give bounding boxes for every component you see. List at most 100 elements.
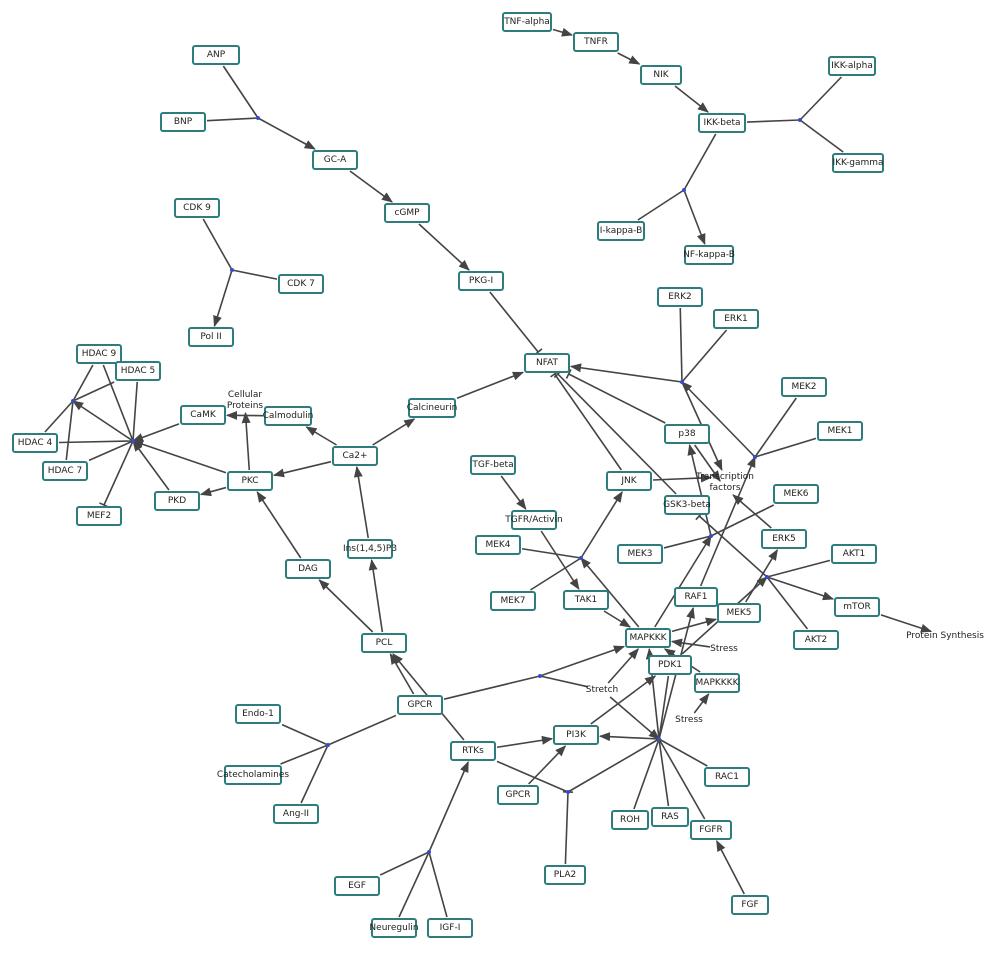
node-mapkkkk[interactable]: MAPKKKK (694, 673, 740, 693)
node-tnfa[interactable]: TNF-alpha (502, 12, 552, 32)
node-camk[interactable]: CaMK (180, 405, 226, 425)
node-mtor[interactable]: mTOR (834, 597, 880, 617)
node-tgfb[interactable]: TGF-beta (470, 455, 516, 475)
edge-Ca-Calmodulin (305, 426, 337, 446)
node-ras[interactable]: RAS (651, 807, 689, 827)
node-tak1[interactable]: TAK1 (563, 590, 609, 610)
edge-HDAC9-h5 (72, 364, 94, 402)
node-ip3[interactable]: Ins(1,4,5)P3 (343, 539, 397, 559)
node-pla2[interactable]: PLA2 (544, 865, 586, 885)
node-mek4[interactable]: MEK4 (475, 535, 521, 555)
node-tgfr[interactable]: TGFR/Activin (504, 510, 563, 530)
node-rac1[interactable]: RAC1 (704, 767, 750, 787)
edge-MEK7-h12 (529, 557, 582, 591)
node-cdk9[interactable]: CDK 9 (174, 198, 220, 218)
node-label: HDAC 9 (82, 349, 117, 359)
edge-Ca-PKC (272, 460, 332, 478)
edge-MEK2-h15 (754, 397, 797, 458)
node-anp[interactable]: ANP (192, 45, 240, 65)
node-calmodulin[interactable]: Calmodulin (263, 406, 314, 426)
node-nfkb[interactable]: NF-kappa-B (683, 245, 735, 265)
node-pkgi[interactable]: PKG-I (458, 271, 504, 291)
node-label: ROH (620, 815, 640, 825)
node-mek6[interactable]: MEK6 (773, 484, 819, 504)
node-gsk3b[interactable]: GSK3-beta (663, 495, 711, 515)
node-akt1[interactable]: AKT1 (831, 544, 877, 564)
node-polii[interactable]: Pol II (188, 327, 234, 347)
node-gpcr[interactable]: GPCR (397, 695, 443, 715)
node-ikb[interactable]: I-kappa-B (597, 221, 645, 241)
hubs-layer (71, 116, 802, 854)
node-label: Stretch (586, 685, 618, 695)
node-gpcr2[interactable]: GPCR (497, 785, 539, 805)
node-akt2[interactable]: AKT2 (793, 630, 839, 650)
node-gca[interactable]: GC-A (312, 150, 358, 170)
node-mef2[interactable]: MEF2 (76, 506, 122, 526)
node-pcl[interactable]: PCL (361, 633, 407, 653)
node-fgf[interactable]: FGF (731, 895, 769, 915)
node-label: Ang-II (283, 809, 309, 819)
node-jnk[interactable]: JNK (606, 471, 652, 491)
node-endo1[interactable]: Endo-1 (235, 704, 281, 724)
node-cdk7[interactable]: CDK 7 (278, 274, 324, 294)
node-raf1[interactable]: RAF1 (674, 587, 718, 607)
edge-Stretch-h11 (539, 675, 589, 688)
node-dag[interactable]: DAG (285, 559, 331, 579)
edge-MEK4-h12 (521, 547, 582, 559)
node-ikkg[interactable]: IKK-gamma (832, 153, 884, 173)
edge-RTKs-PI3K (496, 735, 554, 749)
node-egf[interactable]: EGF (334, 876, 380, 896)
node-pdk1[interactable]: PDK1 (648, 655, 692, 675)
node-mek2[interactable]: MEK2 (781, 377, 827, 397)
node-calcineurin[interactable]: Calcineurin (407, 398, 458, 418)
node-cgmp[interactable]: cGMP (384, 203, 430, 223)
node-neureg[interactable]: Neuregulin (369, 918, 419, 938)
node-igf[interactable]: IGF-I (427, 918, 473, 938)
nodes-layer: ANP BNP GC-A cGMP PKG-I CDK 9 CDK 7 Pol II TNF-a… (12, 12, 984, 938)
node-label: MAPKKKK (696, 678, 740, 688)
node-label: Protein Synthesis (906, 631, 984, 641)
node-hdac7[interactable]: HDAC 7 (42, 461, 88, 481)
node-mek1[interactable]: MEK1 (817, 421, 863, 441)
node-pkc[interactable]: PKC (227, 471, 273, 491)
edge-Endo1-h7 (281, 723, 329, 746)
edge-Stress1-MAPKKK (670, 638, 711, 648)
node-box (664, 424, 710, 444)
node-pkd[interactable]: PKD (154, 491, 200, 511)
node-mek3[interactable]: MEK3 (617, 544, 663, 564)
node-label: NFAT (536, 358, 559, 368)
node-mek7[interactable]: MEK7 (490, 591, 536, 611)
edge-HDAC9-h6 (102, 364, 134, 442)
node-mapkkk[interactable]: MAPKKK (625, 628, 671, 648)
node-erk2[interactable]: ERK2 (657, 287, 703, 307)
node-rtks[interactable]: RTKs (450, 741, 496, 761)
node-ca[interactable]: Ca2+ (332, 446, 378, 466)
node-ikkb[interactable]: IKK-beta (698, 113, 746, 133)
node-label: PDK1 (658, 660, 682, 670)
node-pi3k[interactable]: PI3K (553, 725, 599, 745)
node-bnp[interactable]: BNP (160, 112, 206, 132)
node-roh[interactable]: ROH (611, 810, 649, 830)
node-ikka[interactable]: IKK-alpha (828, 56, 876, 76)
node-hdac9[interactable]: HDAC 9 (76, 344, 122, 364)
node-catech[interactable]: Catecholamines (217, 765, 290, 785)
node-box (713, 309, 759, 329)
node-erk1[interactable]: ERK1 (713, 309, 759, 329)
node-hdac5[interactable]: HDAC 5 (115, 361, 161, 381)
node-box (793, 630, 839, 650)
node-mek5[interactable]: MEK5 (717, 603, 761, 623)
node-box (76, 506, 122, 526)
node-hdac4[interactable]: HDAC 4 (12, 433, 58, 453)
node-p38[interactable]: p38 (664, 424, 710, 444)
label-stretch: Stretch (586, 685, 618, 695)
node-label: BNP (174, 117, 193, 127)
node-box (361, 633, 407, 653)
node-fgfr[interactable]: FGFR (690, 820, 732, 840)
node-erk5[interactable]: ERK5 (761, 529, 807, 549)
edge-CDK9-h2 (202, 218, 233, 271)
label-tf2: factors (709, 483, 740, 493)
node-nik[interactable]: NIK (640, 65, 682, 85)
node-tnfr[interactable]: TNFR (573, 32, 619, 52)
node-nfat[interactable]: NFAT (524, 353, 570, 373)
node-angii[interactable]: Ang-II (273, 804, 319, 824)
